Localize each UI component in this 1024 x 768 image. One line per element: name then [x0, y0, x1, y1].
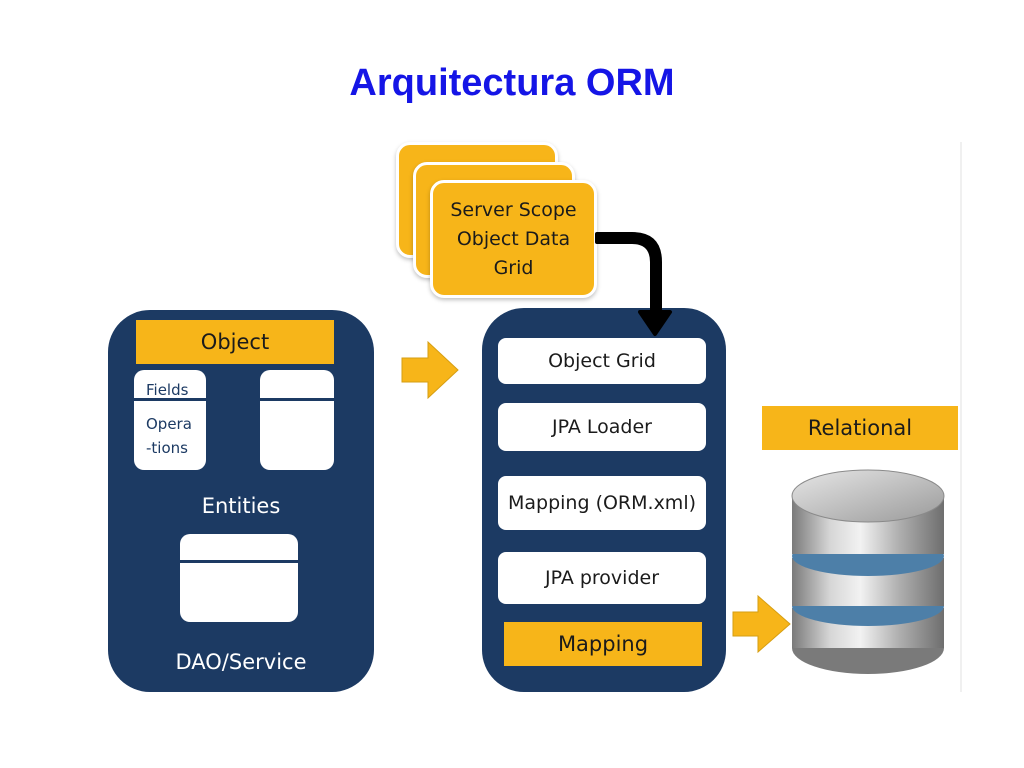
dao-card-divider [180, 560, 298, 563]
object-header: Object [136, 320, 334, 364]
entities-label: Entities [201, 494, 281, 518]
grid-stack-line: Grid [493, 256, 534, 279]
mapping-orm-xml-box: Mapping (ORM.xml) [498, 476, 706, 530]
operations-label-1: Opera [146, 415, 192, 433]
object-to-orm-arrow [401, 340, 459, 400]
dao-service-label: DAO/Service [175, 650, 307, 674]
entity-card-right [260, 370, 334, 470]
dao-card [180, 534, 298, 622]
entity-card-divider [134, 398, 206, 401]
jpa-loader-box: JPA Loader [498, 403, 706, 451]
relational-label: Relational [762, 406, 958, 450]
entity-card-divider [260, 398, 334, 401]
orm-panel: Object Grid JPA Loader Mapping (ORM.xml)… [482, 308, 726, 692]
orm-to-database-arrow [732, 594, 791, 654]
operations-label-2: -tions [146, 439, 188, 457]
grid-stack-line: Object Data [456, 227, 571, 250]
grid-stack-line: Server Scope [450, 198, 577, 221]
entity-card-left: Fields Opera -tions [134, 370, 206, 470]
mapping-footer: Mapping [504, 622, 702, 666]
grid-stack-card-front: Server Scope Object Data Grid [430, 180, 597, 298]
object-grid-box: Object Grid [498, 338, 706, 384]
database-icon [791, 469, 945, 674]
fields-label: Fields [146, 381, 189, 399]
slide-title: Arquitectura ORM [349, 62, 675, 104]
jpa-provider-box: JPA provider [498, 552, 706, 604]
grid-connector-arrow [595, 232, 672, 336]
object-panel: Object Fields Opera -tions Entities DAO/… [108, 310, 374, 692]
